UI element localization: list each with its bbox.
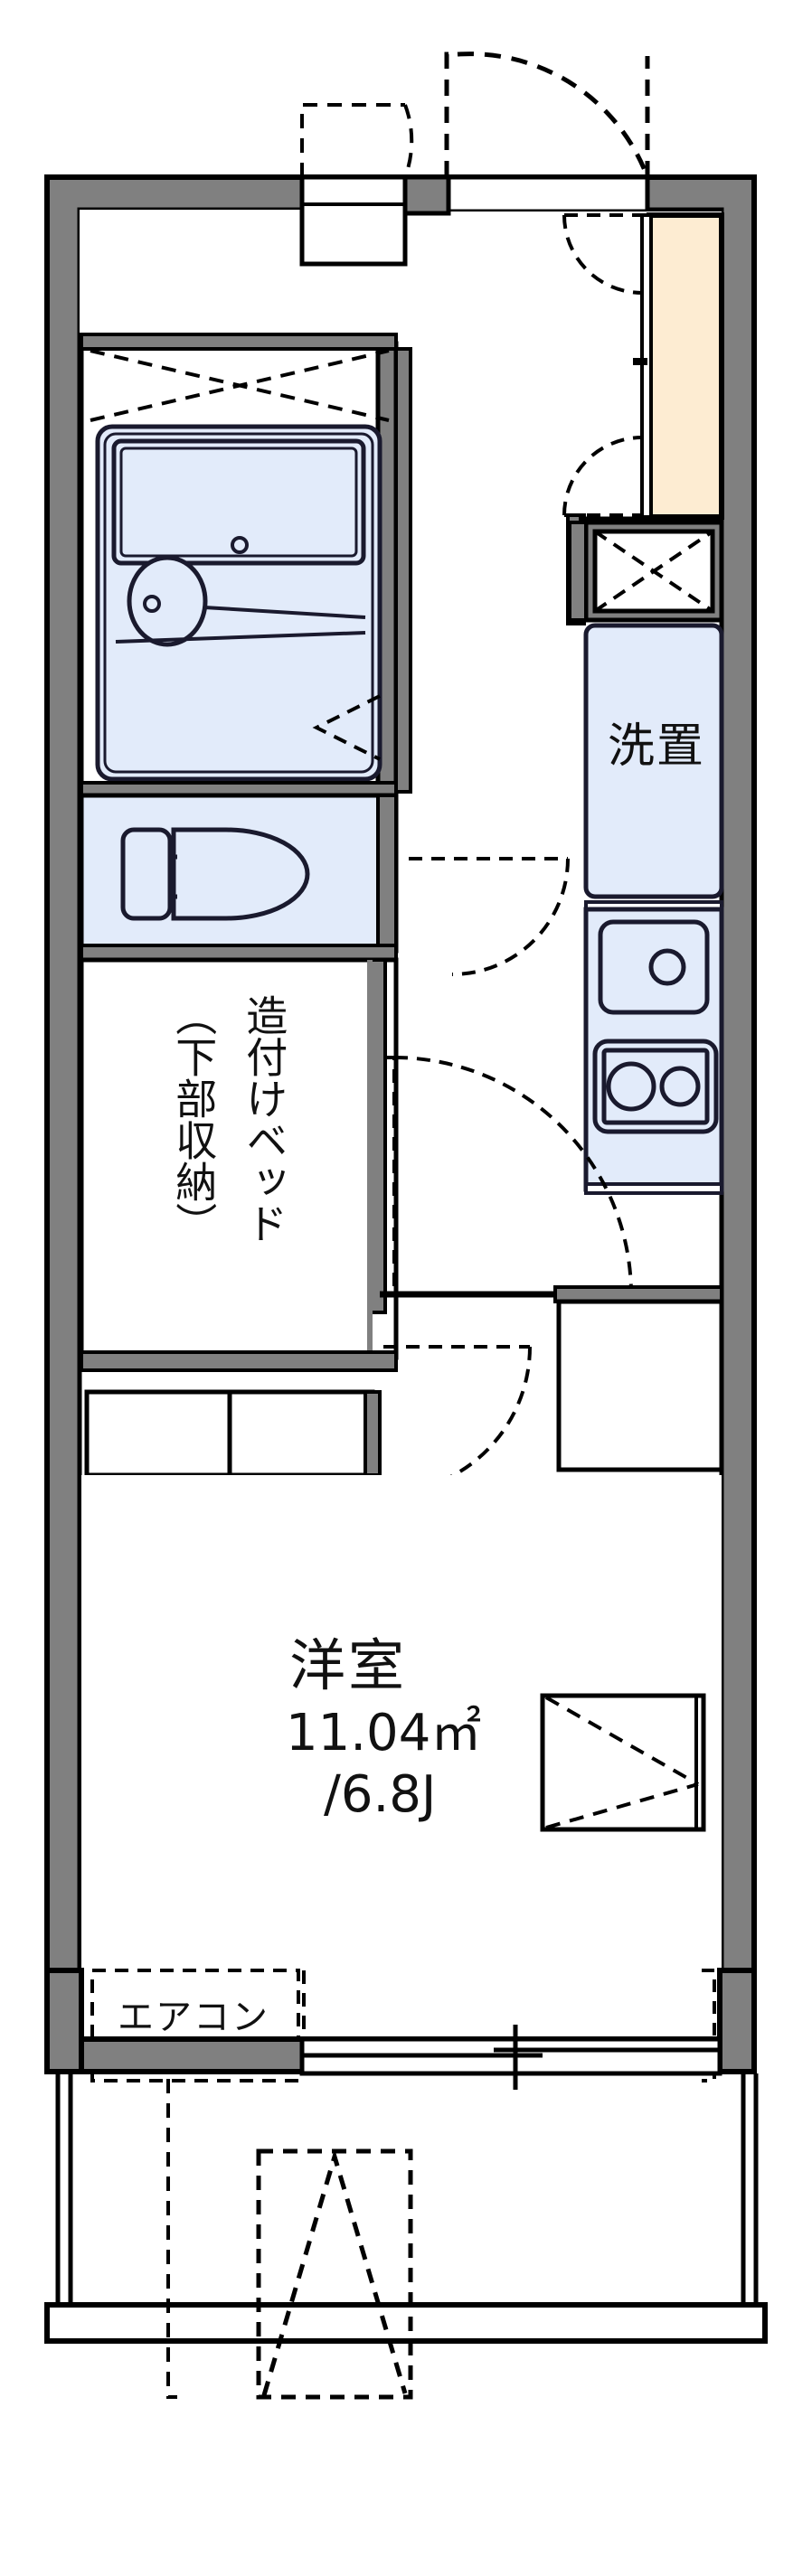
main-window [299,2025,722,2090]
built-in-bed-label: 造付けベッド [240,994,289,1244]
genkan-step [640,213,653,519]
room-area-sqm: 11.04㎡ [286,1704,482,1763]
room-closet [556,1299,724,1472]
bath-top-wall [80,333,398,351]
upper-storage-cabinet [583,520,724,623]
bedside-window-swing [300,103,414,178]
bath-wash-basin [127,555,208,647]
balcony [44,2073,768,2400]
two-burner-gas-stove [592,1039,719,1134]
top-wall-stub [402,174,451,216]
entrance-hall [409,174,724,520]
lower-storage-label: （下部収納） [169,994,219,1244]
kitchen-sink [598,919,710,1015]
room-door-swing [383,1056,633,1295]
entrance-door-opening [444,174,650,214]
entrance-genkan [647,212,724,520]
balcony-partition-panel [256,2148,413,2400]
page-title: 洋室 [289,1632,408,1698]
bedside-window-pane [84,1389,382,1478]
bath-door-marking [312,694,381,761]
room-area-jo: /6.8J [324,1765,437,1824]
room-closet-upper [540,1693,706,1832]
balcony-railing [44,2302,768,2344]
bath-ventilation-marking [90,349,390,422]
aircon-label: エアコン [118,1997,269,2038]
wall-stubs [394,347,722,794]
balcony-drain-line [166,2079,177,2399]
unit-bath-room [79,210,399,791]
bed-room-divider-wall [80,1350,398,1372]
kitchen-counter [583,900,724,1195]
curtain-rail-marker-right [702,1969,716,2082]
toilet-room [79,781,399,962]
toilet-door-swing [409,857,570,976]
washer-label: 洗置 [608,719,706,774]
built-in-bed-with-storage [79,957,399,1360]
closet-door-swing [382,1345,532,1495]
toilet-fixture [120,827,310,921]
entrance-door-swing [444,52,650,178]
unit-bath-tub [95,424,382,782]
bedside-window [299,174,408,267]
washing-machine-space [583,623,724,899]
